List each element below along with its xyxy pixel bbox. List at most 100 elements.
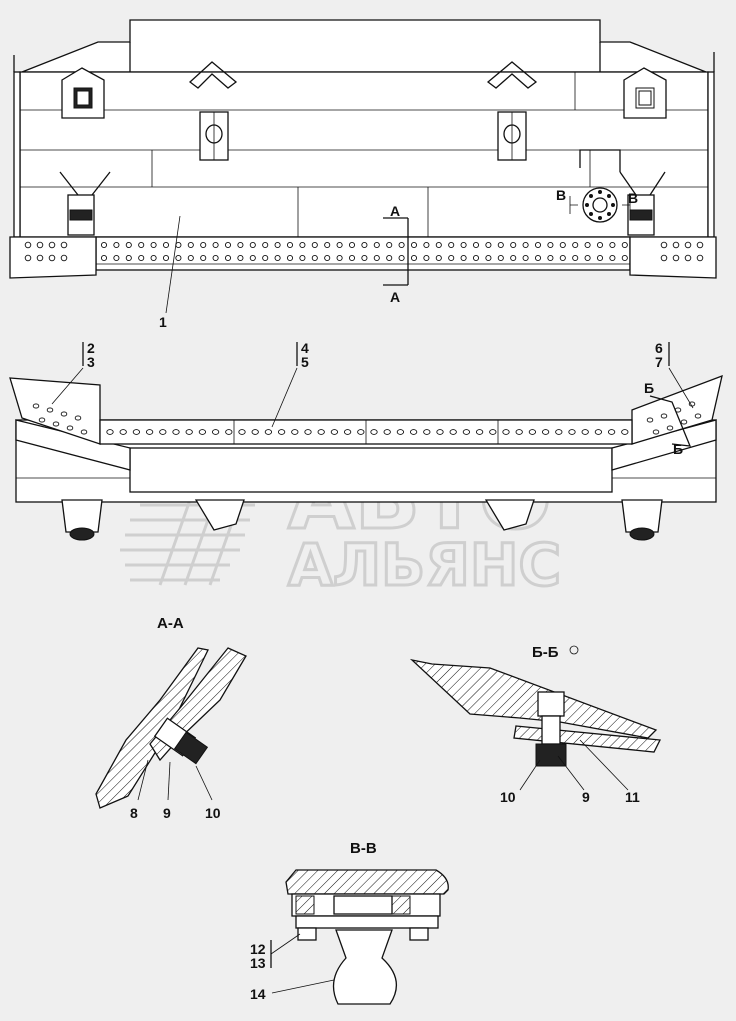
bolt-hole [106, 429, 114, 435]
bolt-hole [187, 241, 194, 249]
bolt-hole [696, 241, 704, 249]
bolt-hole [510, 241, 517, 249]
bolt-hole [398, 241, 405, 249]
bolt-hole [584, 241, 591, 249]
bolt-hole [286, 254, 294, 262]
part-label-6: 6 [655, 340, 663, 356]
bolt-hole [361, 254, 368, 262]
bolt-hole [348, 254, 356, 262]
bolt-hole [684, 254, 692, 262]
bolt-hole [448, 254, 455, 262]
bolt-hole [672, 254, 680, 262]
bolt-hole [435, 241, 442, 249]
bolt-hole [510, 254, 517, 262]
bolt-hole [373, 254, 380, 262]
bolt-hole [448, 241, 455, 249]
bolt-hole [684, 241, 692, 249]
bolt-hole [187, 254, 194, 262]
bolt-hole [547, 254, 554, 262]
bolt-hole [299, 241, 306, 249]
bolt-hole [324, 241, 331, 249]
bolt-hole [357, 429, 365, 435]
lower-bracket-right [619, 171, 666, 236]
pipe-flange [569, 187, 631, 223]
bolt-hole [212, 254, 219, 262]
bolt-hole [162, 241, 170, 249]
skid-left [194, 499, 245, 531]
part-label-aa-10: 10 [205, 805, 221, 821]
bolt-hole [60, 411, 68, 417]
bolt-hole [581, 429, 589, 435]
part-label-1: 1 [159, 314, 167, 330]
bolt-hole [159, 429, 167, 435]
bolt-hole [175, 254, 182, 262]
bolt-hole [370, 429, 378, 435]
bolt-hole [607, 429, 616, 435]
section-bb: Б-Б 10 9 11 [409, 644, 662, 805]
bolt-hole [249, 254, 256, 262]
bolt-hole [572, 241, 579, 249]
bolt-hole [38, 417, 46, 423]
bolt-hole [515, 429, 523, 435]
bolt-hole [324, 254, 331, 262]
bolt-hole [435, 254, 442, 262]
bolt-hole [584, 254, 591, 262]
section-v-right: В [628, 190, 638, 206]
bolt-hole [66, 425, 74, 431]
bolt-hole [528, 429, 537, 435]
bolt-hole [198, 429, 207, 435]
bolt-hole [559, 241, 566, 249]
bolt-hole [666, 425, 674, 431]
bolt-hole [680, 419, 688, 425]
bolt-hole [547, 241, 554, 249]
bolt-hole [559, 254, 566, 262]
bolt-hole [409, 429, 418, 435]
bolt-hole [317, 429, 325, 435]
bolt-hole [311, 241, 318, 249]
bolt-hole [485, 241, 492, 249]
section-vv-cap [285, 869, 449, 895]
bolt-hole [200, 254, 207, 262]
bolt-hole [423, 429, 431, 435]
part-label-14: 14 [250, 986, 266, 1002]
bolt-hole [398, 254, 405, 262]
bolt-hole [489, 429, 497, 435]
bolt-hole [609, 241, 616, 249]
part-label-5: 5 [301, 354, 309, 370]
view-symbol-icon [569, 645, 579, 655]
bolt-hole [277, 429, 286, 435]
bolt-hole [485, 254, 492, 262]
bolt-hole [361, 241, 368, 249]
bolt-hole [304, 429, 312, 435]
section-aa-blade [95, 647, 209, 809]
bolt-hole [672, 241, 680, 249]
bolt-hole [48, 254, 56, 262]
bolt-hole [80, 429, 88, 435]
bolt-hole [336, 241, 343, 249]
bolt-hole [694, 413, 702, 419]
chevron-lug-left [188, 61, 238, 89]
bolt-hole [423, 254, 430, 262]
bolt-hole [534, 241, 542, 249]
bolt-hole [211, 429, 220, 435]
part-label-2: 2 [87, 340, 95, 356]
bolt-hole [572, 254, 579, 262]
part-label-13: 13 [250, 955, 266, 971]
front-view: А А В В 1 [9, 19, 717, 330]
bolt-hole [522, 241, 529, 249]
part-label-3: 3 [87, 354, 95, 370]
top-bolt-holes [32, 401, 702, 435]
bolt-hole [652, 429, 660, 435]
bolt-hole [410, 241, 418, 249]
section-bb-title: Б-Б [532, 644, 559, 661]
bolt-hole [48, 241, 56, 249]
section-a-top: А [390, 203, 400, 219]
bolt-hole [472, 241, 480, 249]
edge-bolt-holes [24, 241, 704, 262]
bolt-hole [212, 241, 219, 249]
bolt-hole [383, 429, 391, 435]
bolt-hole [74, 415, 82, 421]
bolt-hole [274, 241, 281, 249]
bolt-hole [286, 241, 294, 249]
